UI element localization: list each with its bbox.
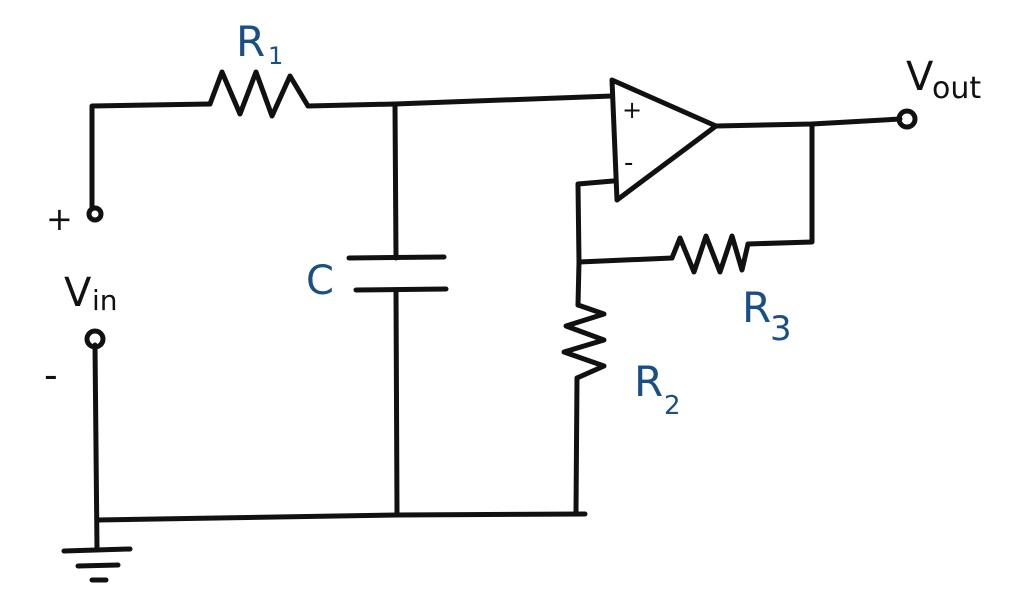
capacitor-plate-bottom [353,286,449,293]
wire-opamp-minus [575,178,616,265]
wire-r3-to-output [745,121,815,247]
wire-input-minus [92,342,100,552]
capacitor [346,254,449,293]
wires [89,93,903,552]
wire-node-to-r2 [575,259,582,308]
wire-node-to-cap [392,101,399,261]
opamp [609,77,719,203]
label-vin-sub: in [92,284,118,317]
label-r3-sub: 3 [770,309,792,349]
input-minus-terminal [84,328,106,350]
wire-input-top [89,101,213,210]
label-r2-sub: 2 [664,391,681,421]
resistor-r3 [669,233,751,275]
label-vout: V [906,54,934,100]
label-r1: R [236,17,265,66]
label-r2: R [634,357,663,406]
label-capacitor: C [306,258,334,304]
wire-cap-to-ground [393,287,400,517]
label-r1-sub: 1 [268,42,283,70]
wire-r2-to-ground [573,375,580,515]
wire-ground-rail [94,511,588,523]
label-vin: V [64,270,92,316]
label-input-plus: + [46,200,73,238]
label-r3: R [742,283,771,332]
wire-output [713,116,903,129]
opamp-minus-sign: - [624,148,633,178]
capacitor-plate-top [346,254,447,261]
opamp-plus-sign: + [622,96,642,124]
label-vout-sub: out [932,71,981,106]
wire-node-to-r3 [576,255,675,265]
resistor-r2 [561,302,607,381]
ground-icon [61,546,133,583]
wire-r1-to-opamp [305,93,615,109]
output-terminal [896,108,918,130]
resistor-r1 [207,69,311,119]
label-input-minus: - [44,353,58,397]
input-plus-terminal [86,205,104,223]
